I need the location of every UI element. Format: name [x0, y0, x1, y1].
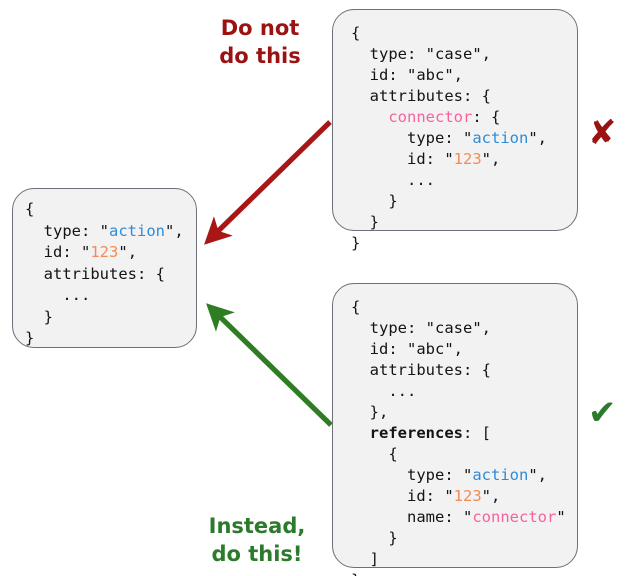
green-arrow-good	[206, 303, 333, 427]
code-content-references-array: { type: "case", id: "abc", attributes: {…	[351, 298, 566, 576]
code-card-action-object: { type: "action", id: "123", attributes:…	[12, 188, 197, 348]
code-content-nested-connector: { type: "case", id: "abc", attributes: {…	[351, 24, 548, 252]
code-card-nested-connector: { type: "case", id: "abc", attributes: {…	[332, 9, 578, 252]
cross-icon: ✘	[588, 113, 617, 153]
label-do-not-do-this: Do not do this	[219, 16, 301, 68]
code-content-action-object: { type: "action", id: "123", attributes:…	[25, 200, 184, 347]
label-instead-do-this: Instead, do this!	[208, 514, 306, 566]
code-card-references-array: { type: "case", id: "abc", attributes: {…	[332, 283, 578, 576]
check-icon: ✔	[588, 393, 617, 433]
red-arrow-bad	[204, 120, 332, 245]
